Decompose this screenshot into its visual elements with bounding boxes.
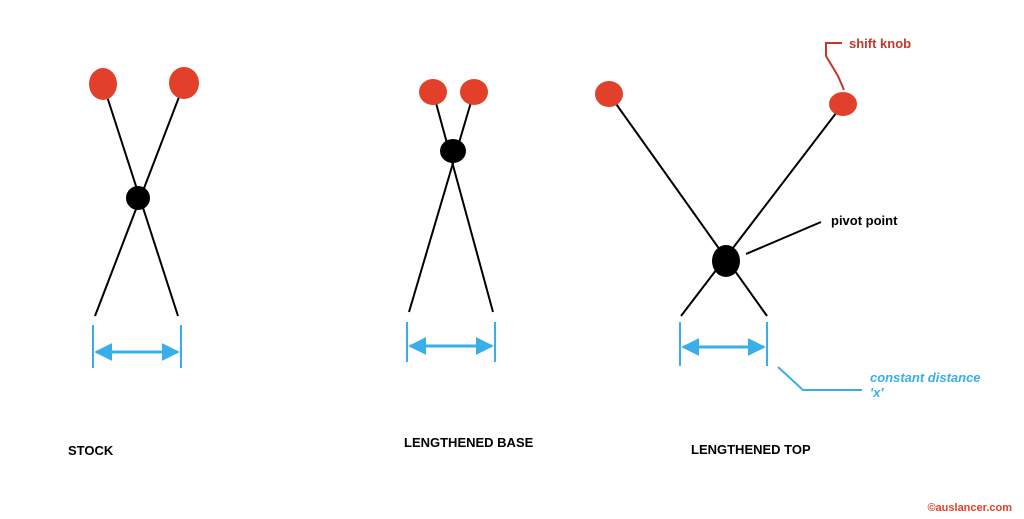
stock-knob-left: [89, 68, 117, 100]
shift-knob-label: shift knob: [849, 36, 911, 51]
pivot-point-callout: pivot point: [745, 213, 898, 255]
lengthened-top-knob-left: [595, 81, 623, 107]
stock-label: STOCK: [68, 443, 114, 458]
lengthened-base-knob-right: [460, 79, 488, 105]
lengthened-base-pivot-point: [440, 139, 466, 163]
lengthened-top-lever-left: [608, 93, 768, 317]
pivot-point-label: pivot point: [831, 213, 898, 228]
lengthened-top-shifter: LENGTHENED TOP: [595, 81, 857, 457]
lengthened-top-lever-right: [680, 103, 844, 317]
constant-distance-variable: 'x': [870, 385, 884, 400]
constant-distance-label: constant distance: [870, 370, 981, 385]
lengthened-top-knob-right: [829, 92, 857, 116]
shift-knob-callout: shift knob: [825, 36, 911, 91]
lengthened-base-label: LENGTHENED BASE: [404, 435, 534, 450]
lengthened-base-lever-right: [408, 91, 475, 313]
lengthened-base-lever-left: [432, 91, 494, 313]
shift-knob-leader-line: [825, 42, 845, 91]
lengthened-top-pivot-point: [712, 245, 740, 277]
constant-distance-callout: constant distance 'x': [777, 366, 981, 400]
stock-pivot-point: [126, 186, 150, 210]
lengthened-base-shifter: LENGTHENED BASE: [404, 79, 534, 450]
pivot-point-leader-line: [745, 221, 822, 255]
constant-distance-leader-line: [777, 366, 862, 391]
lengthened-top-label: LENGTHENED TOP: [691, 442, 811, 457]
watermark: ©auslancer.com: [927, 502, 1012, 514]
stock-shifter: STOCK: [68, 67, 199, 458]
lengthened-base-knob-left: [419, 79, 447, 105]
stock-knob-right: [169, 67, 199, 99]
